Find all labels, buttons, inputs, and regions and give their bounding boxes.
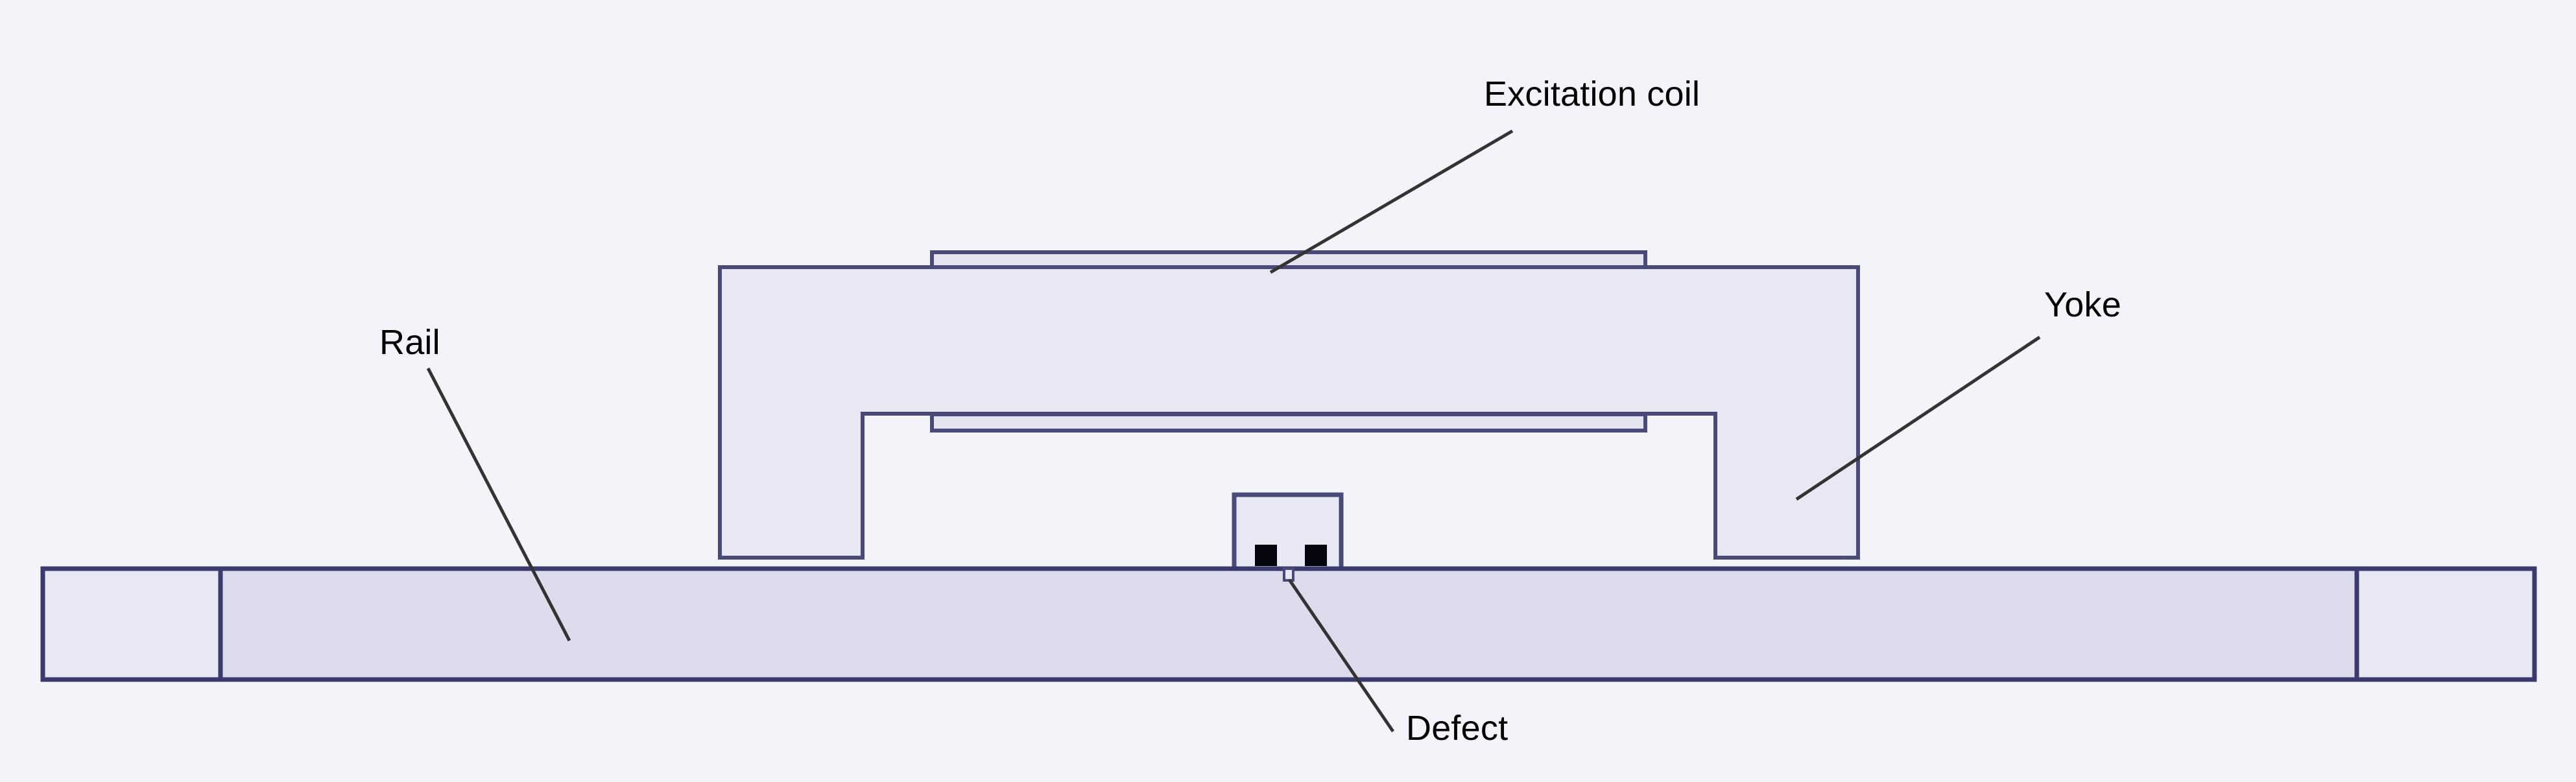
label-defect: Defect [1406, 709, 1509, 748]
label-excitation-coil: Excitation coil [1484, 75, 1700, 113]
sensor-right [1305, 545, 1327, 566]
rail-inner [218, 566, 2359, 682]
excitation-coil-upper [930, 250, 1647, 269]
excitation-coil-leader [1269, 129, 1514, 274]
rail-leader [426, 367, 571, 642]
defect-leader [1287, 578, 1395, 733]
defect-notch [1283, 567, 1294, 582]
yoke-leader [1795, 335, 2041, 501]
label-rail: Rail [379, 323, 440, 362]
excitation-coil-lower [930, 412, 1647, 432]
label-yoke: Yoke [2044, 285, 2121, 324]
sensor-left [1255, 545, 1277, 566]
